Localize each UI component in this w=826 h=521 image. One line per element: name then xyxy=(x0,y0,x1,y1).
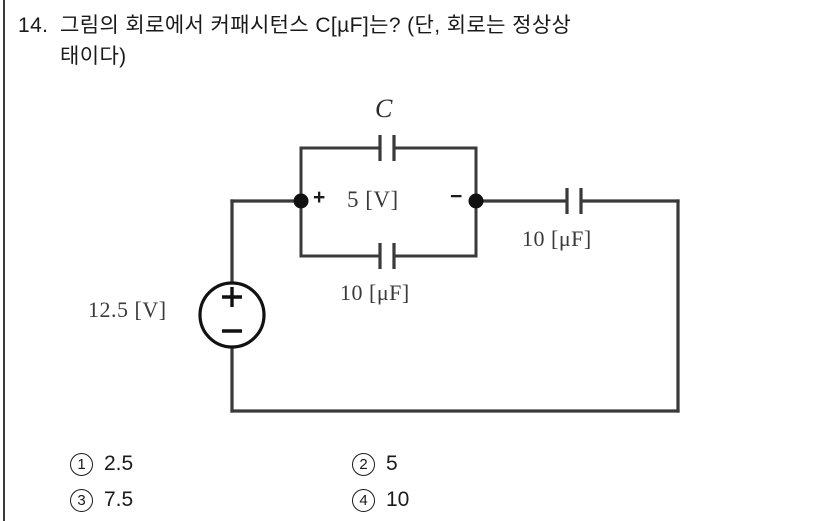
option-text-2: 5 xyxy=(386,452,398,475)
option-text-4: 10 xyxy=(386,488,410,511)
voltage-source-polarity xyxy=(222,287,242,333)
node-voltage-label: 5 [V] xyxy=(347,187,399,212)
capacitor-bottom-10uf xyxy=(378,243,396,269)
option-text-3: 7.5 xyxy=(104,488,134,511)
option-marker-4: 4 xyxy=(352,488,375,512)
answer-option-2[interactable]: 2 5 xyxy=(352,452,398,476)
answer-option-1[interactable]: 1 2.5 xyxy=(70,452,352,476)
capacitor-c-top xyxy=(378,135,396,161)
question-body-line-2: 태이다) xyxy=(60,45,127,68)
node-plus-sign: + xyxy=(313,186,326,209)
answer-options-row-1: 1 2.5 2 5 xyxy=(70,446,670,482)
page-left-rule xyxy=(3,0,5,521)
voltage-source-circle xyxy=(198,281,266,349)
question-body-line-1: 그림의 회로에서 커패시턴스 C[µF]는? (단, 회로는 정상상 xyxy=(60,14,572,37)
capacitor-c-label: C xyxy=(375,94,393,123)
option-marker-2: 2 xyxy=(352,452,375,476)
question-text: 14. 그림의 회로에서 커패시턴스 C[µF]는? (단, 회로는 정상상 태… xyxy=(18,10,808,72)
option-marker-1: 1 xyxy=(70,452,93,476)
node-minus-sign: − xyxy=(450,185,463,208)
circuit-inner-box xyxy=(299,146,478,258)
source-voltage-label: 12.5 [V] xyxy=(88,297,167,322)
question-line-1: 14. 그림의 회로에서 커패시턴스 C[µF]는? (단, 회로는 정상상 xyxy=(18,10,808,41)
answer-options-row-2: 3 7.5 4 10 xyxy=(70,482,670,518)
answer-option-4[interactable]: 4 10 xyxy=(352,488,409,512)
voltage-source-symbol xyxy=(198,281,266,349)
answer-option-3[interactable]: 3 7.5 xyxy=(70,488,352,512)
capacitor-right-label: 10 [μF] xyxy=(522,226,592,251)
option-marker-3: 3 xyxy=(70,488,93,512)
circuit-wires xyxy=(230,199,680,413)
capacitor-bottom-label: 10 [μF] xyxy=(340,280,410,305)
node-dot-right xyxy=(468,193,484,209)
capacitor-right-10uf xyxy=(565,188,583,214)
answer-options: 1 2.5 2 5 3 7.5 4 10 xyxy=(70,446,670,518)
question-number: 14. xyxy=(18,14,49,37)
option-text-1: 2.5 xyxy=(104,452,134,475)
question-line-2: 태이다) xyxy=(18,41,808,72)
node-dot-left xyxy=(293,193,309,209)
